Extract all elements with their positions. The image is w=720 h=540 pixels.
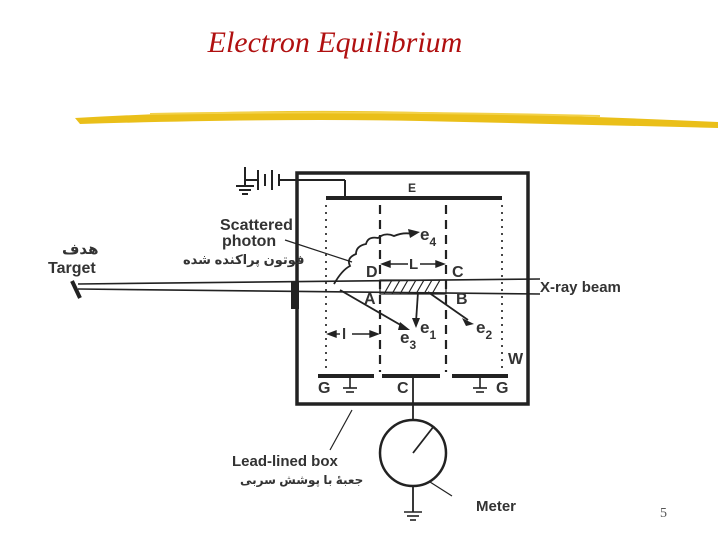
meter-leader — [429, 481, 453, 497]
label-D: D — [366, 264, 378, 281]
label-e4: e4 — [420, 225, 436, 249]
target-plate — [70, 280, 82, 299]
photon-label: photon — [222, 233, 276, 250]
target-label: Target — [48, 260, 96, 277]
label-G-right: G — [496, 380, 508, 397]
electron-arrowheads — [398, 318, 474, 330]
scattered-photon-path — [333, 232, 413, 285]
top-electrode — [326, 196, 502, 200]
xray-beam-label: X-ray beam — [540, 279, 621, 296]
scattered-label: Scattered — [220, 217, 293, 234]
label-e4-sub: 4 — [429, 235, 436, 249]
label-l: l — [342, 326, 346, 343]
meter-ground — [404, 511, 422, 521]
lead-lined-box — [295, 171, 530, 406]
target-fa-label: هدف — [62, 241, 99, 258]
label-e3: e3 — [400, 328, 416, 352]
label-W: W — [508, 351, 524, 368]
guard-grounds — [343, 378, 487, 393]
label-A: A — [364, 291, 376, 308]
scattered-photon-fa-label: فوتون پراکنده شده — [183, 252, 304, 267]
leadbox-fa-label: جعبهٔ با پوشش سربی — [240, 473, 363, 488]
label-C-bottom: C — [397, 380, 409, 397]
label-e2: e2 — [476, 318, 492, 342]
l-dimension — [380, 259, 446, 269]
label-C-top: C — [452, 264, 464, 281]
page-number: 5 — [660, 506, 667, 521]
xray-beam — [77, 278, 541, 295]
meter-label: Meter — [476, 498, 516, 515]
label-e1-sub: 1 — [429, 328, 436, 342]
label-G-left: G — [318, 380, 330, 397]
label-e3-sub: 3 — [409, 338, 416, 352]
leadbox-label: Lead-lined box — [232, 453, 339, 470]
lower-l-dimension — [326, 329, 380, 339]
bottom-electrodes — [318, 374, 508, 378]
slide-title: Electron Equilibrium — [207, 26, 463, 59]
meter-needle — [412, 425, 435, 454]
entrance-aperture — [291, 281, 299, 309]
label-E: E — [408, 181, 416, 195]
label-L: L — [409, 256, 418, 273]
highlighter-stroke — [75, 110, 718, 128]
photon-arrowhead — [408, 229, 420, 238]
photon-leader — [284, 239, 353, 263]
label-e2-sub: 2 — [485, 328, 492, 342]
electron-tracks — [339, 289, 469, 328]
leadbox-leader — [329, 409, 353, 451]
battery-symbol — [236, 167, 346, 196]
label-e1: e1 — [420, 318, 436, 342]
hatched-volume — [379, 279, 447, 295]
label-B: B — [456, 291, 468, 308]
